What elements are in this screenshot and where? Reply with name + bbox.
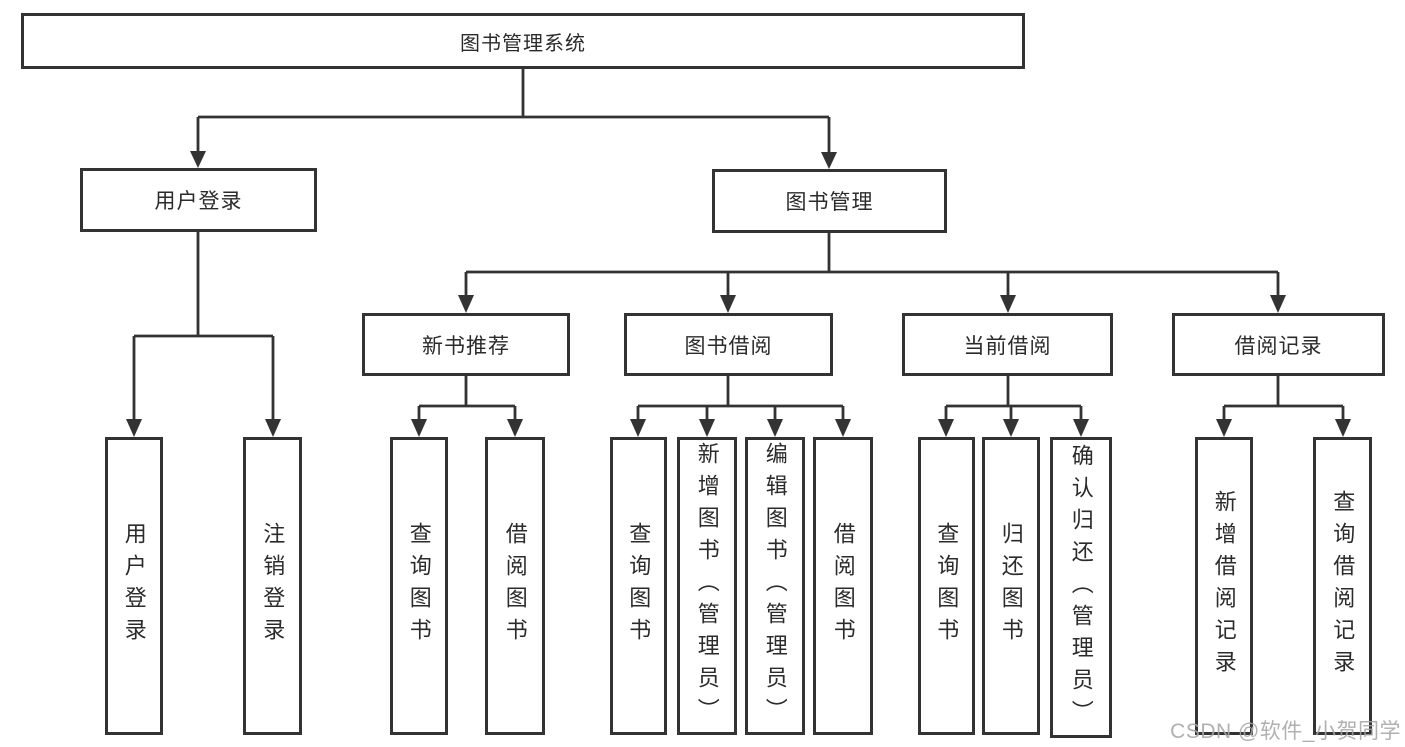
branch-user-login-label: 用户登录: [154, 190, 243, 213]
leaf-confirm-return-admin-label: 确认归还（管理员）: [1068, 443, 1094, 732]
connector-current-to-leaves: [938, 376, 1089, 437]
leaf-borrow-books-recommend: 借阅图书: [485, 437, 545, 735]
branch-book-management-label: 图书管理: [785, 191, 874, 214]
connector-records-to-leaves: [1216, 376, 1351, 437]
root-label: 图书管理系统: [460, 32, 586, 55]
leaf-query-books-borrow-label: 查询图书: [626, 522, 652, 650]
leaf-return-books: 归还图书: [982, 437, 1040, 735]
leaf-query-books-current-label: 查询图书: [934, 522, 960, 650]
leaf-add-borrow-record: 新增借阅记录: [1195, 437, 1253, 735]
leaf-logout: 注销登录: [243, 437, 302, 735]
leaf-query-books-recommend-label: 查询图书: [406, 522, 432, 650]
branch-book-borrow-label: 图书借阅: [684, 334, 773, 358]
leaf-add-borrow-record-label: 新增借阅记录: [1211, 490, 1237, 682]
branch-user-login: 用户登录: [80, 168, 317, 232]
root-box-library-system: 图书管理系统: [21, 13, 1025, 69]
branch-borrow-records-label: 借阅记录: [1234, 334, 1323, 358]
leaf-query-borrow-record: 查询借阅记录: [1313, 437, 1372, 735]
leaf-user-login: 用户登录: [105, 437, 163, 735]
leaf-query-books-borrow: 查询图书: [610, 437, 667, 735]
branch-book-borrow: 图书借阅: [624, 313, 833, 376]
leaf-add-books-admin-label: 新增图书（管理员）: [694, 442, 720, 730]
connector-root-to-level2: [190, 69, 837, 169]
leaf-add-books-admin: 新增图书（管理员）: [677, 437, 737, 735]
connector-user-login-to-leaves: [126, 232, 281, 437]
branch-borrow-records: 借阅记录: [1172, 313, 1385, 376]
leaf-edit-books-admin-label: 编辑图书（管理员）: [762, 442, 788, 730]
connector-book-management-to-level3: [458, 233, 1286, 313]
leaf-confirm-return-admin: 确认归还（管理员）: [1050, 437, 1112, 738]
branch-new-book-recommend: 新书推荐: [362, 313, 570, 376]
leaf-borrow-books: 借阅图书: [813, 437, 873, 735]
leaf-borrow-books-label: 借阅图书: [830, 522, 856, 650]
connector-recommend-to-leaves: [411, 376, 523, 437]
csdn-watermark: CSDN @软件_小贺同学: [1170, 720, 1401, 743]
leaf-query-books-recommend: 查询图书: [390, 437, 448, 735]
branch-new-book-recommend-label: 新书推荐: [422, 334, 510, 358]
leaf-user-login-label: 用户登录: [121, 522, 147, 650]
leaf-logout-label: 注销登录: [260, 522, 286, 650]
leaf-edit-books-admin: 编辑图书（管理员）: [745, 437, 805, 735]
connector-borrow-to-leaves: [630, 376, 851, 437]
leaf-return-books-label: 归还图书: [998, 522, 1024, 650]
branch-book-management: 图书管理: [712, 169, 947, 233]
leaf-borrow-books-recommend-label: 借阅图书: [502, 522, 528, 650]
leaf-query-books-current: 查询图书: [918, 437, 975, 735]
leaf-query-borrow-record-label: 查询借阅记录: [1330, 490, 1356, 682]
branch-current-borrow-label: 当前借阅: [963, 334, 1052, 358]
branch-current-borrow: 当前借阅: [902, 313, 1113, 376]
